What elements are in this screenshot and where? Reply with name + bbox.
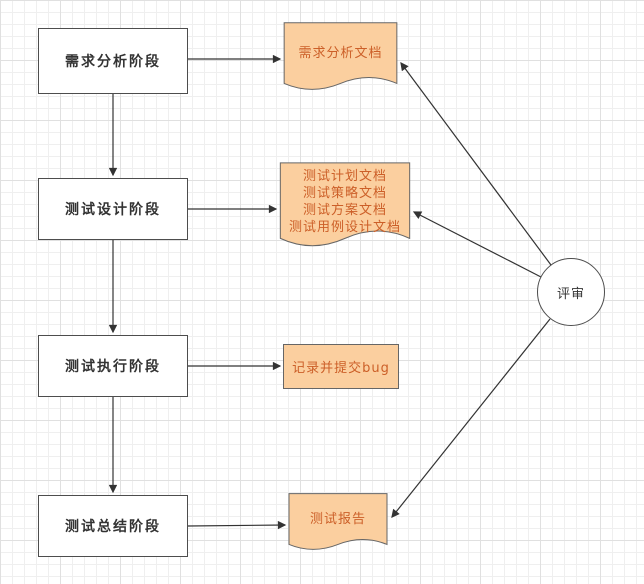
stage-label: 测试设计阶段 (65, 202, 161, 218)
arrow-review-to-test-report (391, 318, 551, 518)
doc-label: 需求分析文档 (283, 22, 398, 86)
doc-line: 需求分析文档 (298, 46, 383, 62)
stage-label: 测试总结阶段 (65, 519, 161, 535)
arrow-review-to-design-docs (412, 211, 542, 278)
stage-label: 测试执行阶段 (65, 359, 161, 375)
doc-line: 测试用例设计文档 (288, 219, 401, 235)
arrow-stage4-to-test-report (187, 520, 287, 530)
doc-test-report: 测试报告 (288, 493, 388, 555)
stage-box-test-summary: 测试总结阶段 (38, 495, 188, 557)
doc-line: 测试策略文档 (302, 185, 387, 201)
document-shape-icon (283, 22, 398, 96)
doc-label: 测试报告 (288, 493, 388, 546)
review-label: 评审 (556, 286, 585, 302)
doc-line: 测试计划文档 (302, 168, 387, 184)
bug-record-label: 记录并提交bug (292, 361, 390, 376)
bug-record-box: 记录并提交bug (283, 344, 399, 389)
review-circle: 评审 (537, 258, 605, 326)
document-shape-icon (288, 493, 388, 555)
arrow-review-to-requirements-doc (400, 61, 552, 266)
doc-line: 测试方案文档 (302, 202, 387, 218)
doc-label: 测试计划文档 测试策略文档 测试方案文档 测试用例设计文档 (279, 162, 411, 241)
stage-box-test-execution: 测试执行阶段 (38, 335, 188, 397)
stage-box-test-design: 测试设计阶段 (38, 178, 188, 240)
doc-test-design-documents: 测试计划文档 测试策略文档 测试方案文档 测试用例设计文档 (279, 162, 411, 254)
stage-box-requirements-analysis: 需求分析阶段 (38, 28, 188, 94)
doc-requirements-analysis: 需求分析文档 (283, 22, 398, 96)
stage-label: 需求分析阶段 (65, 54, 161, 70)
doc-line: 测试报告 (309, 512, 366, 528)
